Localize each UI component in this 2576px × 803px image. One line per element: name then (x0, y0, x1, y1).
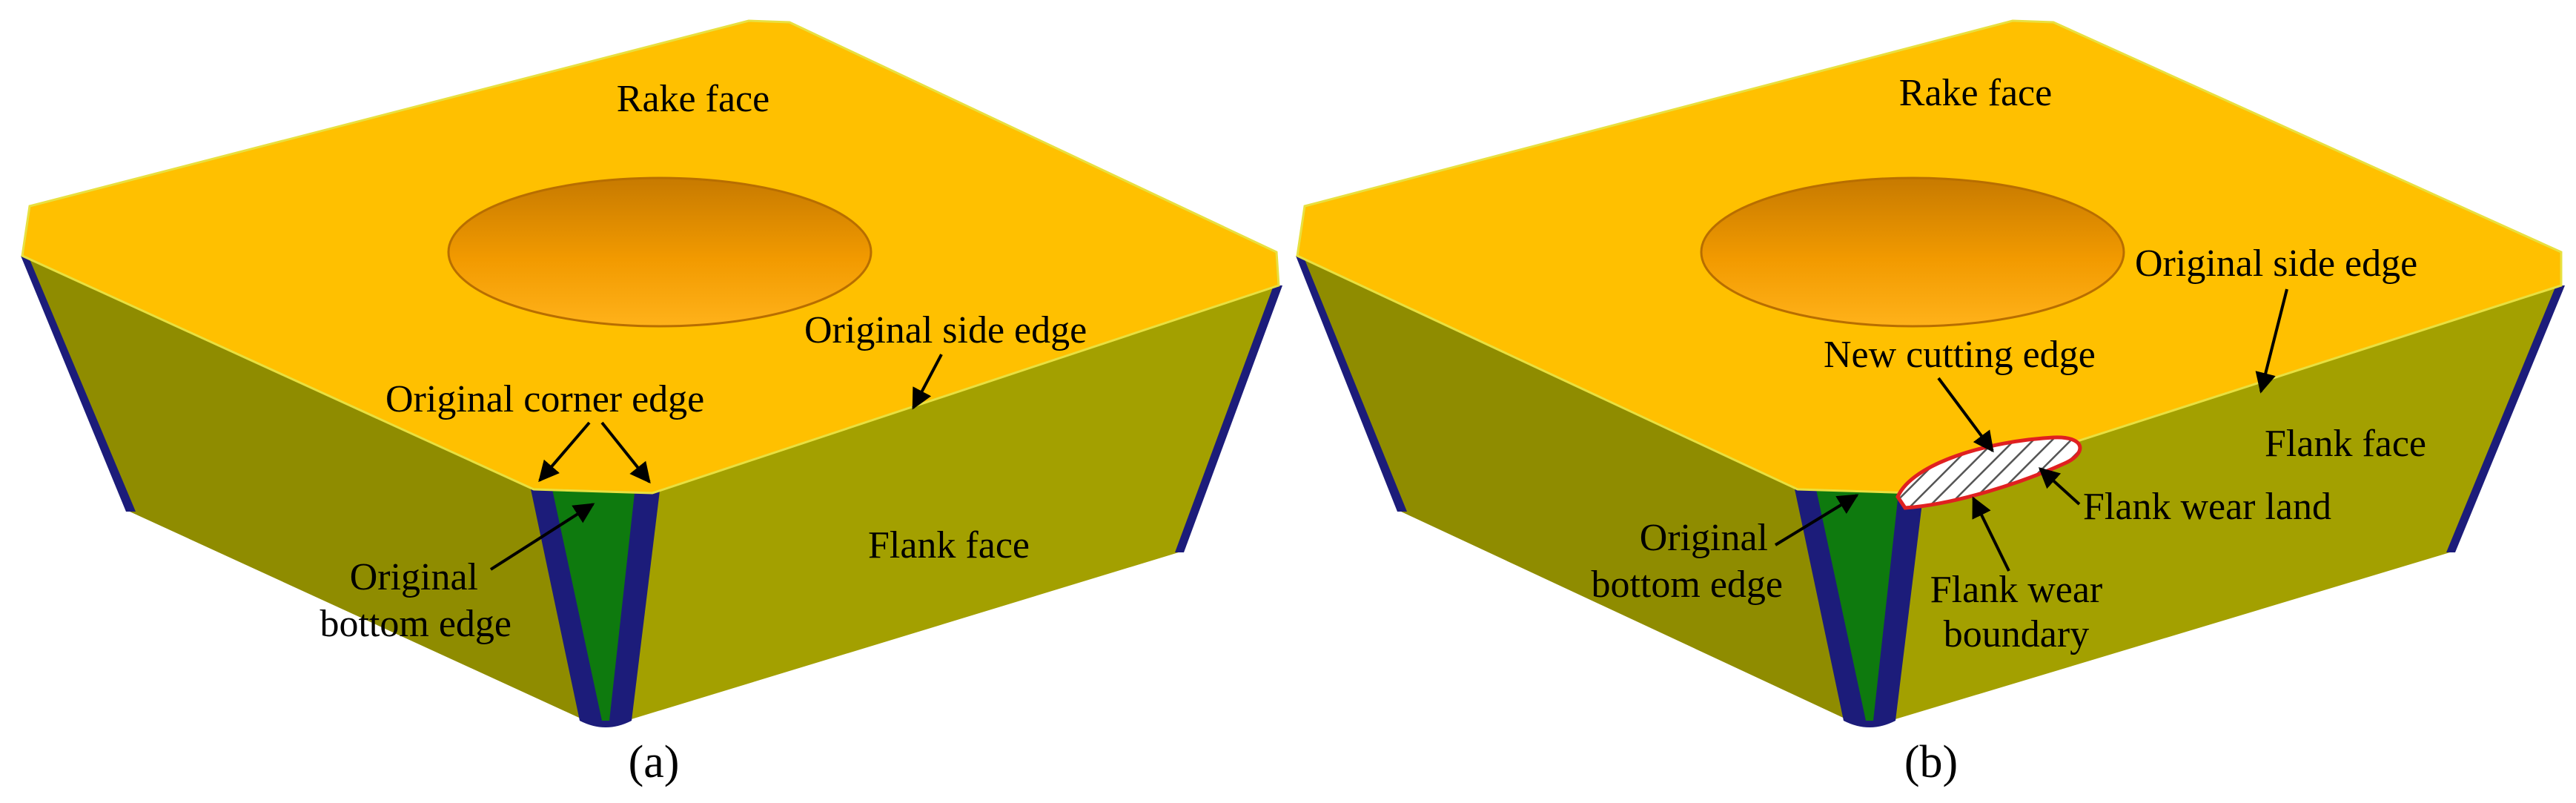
label-original-side-edge-b: Original side edge (2135, 242, 2417, 285)
label-flank-face: Flank face (868, 524, 1030, 566)
label-original-bottom-edge-2-b: bottom edge (1591, 564, 1783, 606)
tip-bottom (580, 721, 632, 727)
arrow-side-edge-b (2255, 288, 2288, 394)
center-hole-rim (447, 176, 873, 328)
label-original-side-edge: Original side edge (804, 309, 1087, 351)
center-hole (448, 178, 871, 326)
arrow-corner-edge-left (538, 421, 591, 483)
label-flank-wear-boundary-1: Flank wear (1930, 569, 2102, 611)
caption-b: (b) (1904, 737, 1958, 787)
label-original-bottom-edge-1: Original (350, 556, 478, 598)
label-flank-face-b: Flank face (2265, 423, 2426, 465)
label-rake-face-b: Rake face (1899, 72, 2052, 114)
corner-edge-band-right (609, 491, 660, 721)
panel-a: Rake face Original side edge Original co… (21, 19, 1282, 787)
tip-bottom-b (1844, 721, 1895, 727)
arrow-flank-wear-land (2038, 467, 2081, 506)
label-flank-wear-boundary-2: boundary (1944, 613, 2089, 655)
label-rake-face: Rake face (617, 78, 769, 120)
arrow-bottom-edge (489, 503, 595, 571)
center-hole-b (1701, 178, 2124, 326)
corner-edge-band-right-b (1873, 491, 1924, 721)
right-flank-face (626, 285, 1279, 721)
label-original-bottom-edge-2: bottom edge (319, 603, 511, 645)
label-flank-wear-land: Flank wear land (2083, 486, 2331, 528)
flank-wear-land (1895, 435, 2082, 510)
left-outer-edge-b (1296, 256, 1407, 512)
panel-b: Rake face Original side edge New cutting… (1296, 19, 2565, 787)
right-outer-edge-b (2446, 285, 2565, 552)
arrow-new-cutting-edge (1937, 377, 1994, 453)
arrow-flank-wear-boundary (1972, 496, 2010, 572)
label-original-corner-edge: Original corner edge (385, 378, 704, 420)
right-outer-edge (1175, 285, 1282, 552)
caption-a: (a) (629, 737, 680, 787)
label-original-bottom-edge-1-b: Original (1640, 517, 1768, 559)
arrow-corner-edge-right (600, 421, 651, 484)
left-flank-face (22, 256, 586, 721)
right-flank-face-b (1890, 285, 2561, 721)
corner-edge-band-left-b (1794, 486, 1866, 721)
arrow-side-edge (912, 354, 943, 410)
arrow-bottom-edge-b (1774, 494, 1859, 546)
corner-edge-band-left (530, 486, 602, 721)
center-hole-rim-b (1700, 176, 2125, 328)
left-flank-face-b (1297, 256, 1850, 721)
left-outer-edge (21, 256, 136, 512)
label-new-cutting-edge: New cutting edge (1824, 334, 2096, 376)
